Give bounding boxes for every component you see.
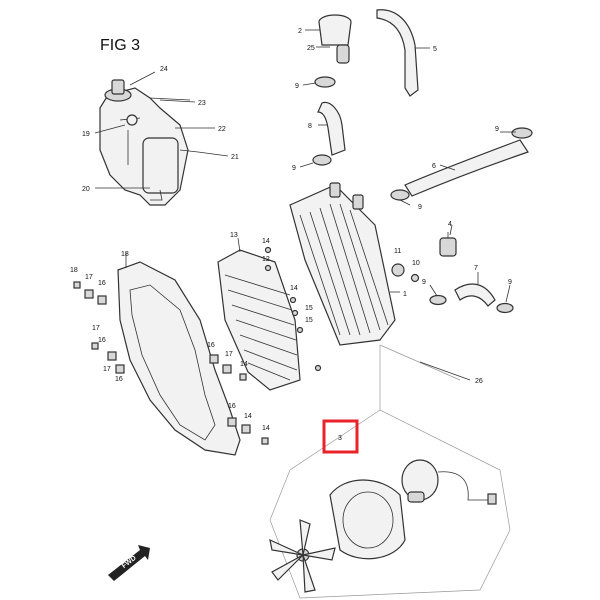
callout-25: 25	[307, 45, 315, 52]
callout-14a: 14	[262, 238, 270, 245]
reservoir-tank-assembly	[99, 79, 199, 206]
callout-24: 24	[160, 66, 168, 73]
callout-18b: 18	[70, 267, 78, 274]
callout-1: 1	[403, 291, 407, 298]
fan-motor	[401, 459, 497, 505]
callout-20: 20	[82, 186, 90, 193]
callout-17d: 17	[225, 351, 233, 358]
upper-hose-8	[312, 76, 346, 166]
highlight-box	[322, 419, 359, 454]
callout-16e: 16	[228, 403, 236, 410]
long-hose-6	[390, 127, 533, 201]
callout-12: 12	[262, 256, 270, 263]
callout-19: 19	[82, 131, 90, 138]
callout-15b: 15	[305, 317, 313, 324]
small-hose-7	[429, 283, 514, 314]
fasteners-center	[209, 354, 269, 445]
callout-16b: 16	[98, 337, 106, 344]
callout-13: 13	[230, 232, 238, 239]
fan-shroud	[329, 479, 406, 560]
clip-12	[264, 264, 272, 272]
grommet-11	[391, 263, 405, 277]
bolt-10	[410, 273, 420, 283]
callout-16d: 16	[207, 342, 215, 349]
callout-9c: 9	[495, 126, 499, 133]
callout-9e: 9	[422, 279, 426, 286]
callout-21: 21	[231, 154, 239, 161]
radiator	[289, 182, 396, 346]
callout-16a: 16	[98, 280, 106, 287]
cooling-fan	[269, 519, 336, 593]
callout-6: 6	[432, 163, 436, 170]
callout-2: 2	[298, 28, 302, 35]
filler-neck	[318, 9, 419, 97]
callout-23: 23	[198, 100, 206, 107]
callout-3: 3	[338, 435, 342, 442]
callout-18a: 18	[121, 251, 129, 258]
callout-15a: 15	[305, 305, 313, 312]
fasteners-left	[73, 281, 125, 374]
callout-9a: 9	[295, 83, 299, 90]
callout-11: 11	[394, 248, 401, 255]
thermo-switch-4	[439, 232, 457, 257]
callout-5: 5	[433, 46, 437, 53]
callout-26: 26	[475, 378, 483, 385]
screw-14a	[264, 246, 272, 254]
figure-title: FIG 3	[100, 37, 140, 54]
callout-10: 10	[412, 260, 420, 267]
callout-4: 4	[448, 221, 452, 228]
side-cover	[117, 261, 241, 456]
callout-14b: 14	[240, 361, 248, 368]
callout-14d: 14	[262, 425, 270, 432]
callout-9f: 9	[508, 279, 512, 286]
callout-17c: 17	[103, 366, 111, 373]
radiator-grille-13	[217, 249, 301, 391]
callout-17a: 17	[85, 274, 93, 281]
callout-8: 8	[308, 123, 312, 130]
forward-arrow-icon: FWD	[108, 545, 150, 581]
callout-9b: 9	[292, 165, 296, 172]
callout-22: 22	[218, 126, 226, 133]
callout-17b: 17	[92, 325, 100, 332]
fan-group-outline	[269, 409, 511, 599]
callout-7: 7	[474, 265, 478, 272]
fasteners-grille-right	[289, 296, 322, 372]
callout-14e: 14	[290, 285, 298, 292]
callout-14c: 14	[244, 413, 252, 420]
callout-16c: 16	[115, 376, 123, 383]
callout-9d: 9	[418, 204, 422, 211]
